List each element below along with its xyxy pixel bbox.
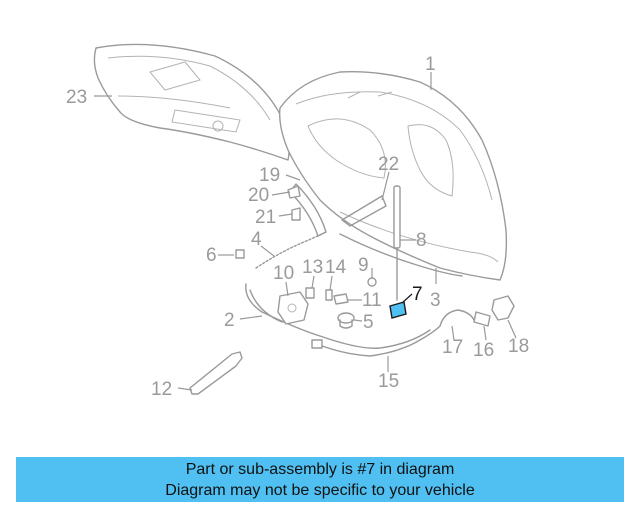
callout-21: 21 xyxy=(255,207,276,228)
callout-17: 17 xyxy=(442,337,463,358)
callout-7: 7 xyxy=(412,284,423,305)
callout-14: 14 xyxy=(325,257,347,278)
callout-5: 5 xyxy=(363,312,374,333)
clip-9 xyxy=(367,277,377,287)
clip-6 xyxy=(235,249,245,259)
callout-12: 12 xyxy=(151,379,172,400)
callout-15: 15 xyxy=(378,371,399,392)
callout-23: 23 xyxy=(66,87,87,108)
bolt-21 xyxy=(291,207,301,221)
bumper-5 xyxy=(337,312,355,329)
hood-hinge xyxy=(341,195,387,227)
parts-diagram: 1 23 19 22 20 21 4 8 6 13 14 9 10 7 3 11… xyxy=(66,43,529,400)
cable-17 xyxy=(439,309,475,327)
hood-seal xyxy=(339,233,463,277)
banner-line-1: Part or sub-assembly is #7 in diagram xyxy=(185,460,455,478)
highlighted-part-7 xyxy=(389,301,407,319)
callout-20: 20 xyxy=(248,185,269,206)
hood-insulation-pad xyxy=(93,43,290,161)
release-handle xyxy=(491,295,515,321)
info-banner: Part or sub-assembly is #7 in diagram Di… xyxy=(16,457,624,502)
callout-10: 10 xyxy=(273,263,294,284)
callout-11: 11 xyxy=(362,290,382,311)
callout-16: 16 xyxy=(473,340,494,361)
banner-line-2: Diagram may not be specific to your vehi… xyxy=(165,481,475,499)
part-16 xyxy=(473,311,491,327)
hood-latch xyxy=(277,291,309,325)
bolt-20 xyxy=(287,185,301,199)
part-13 xyxy=(305,287,315,299)
callout-6: 6 xyxy=(206,245,217,266)
leader-lines xyxy=(94,72,517,391)
callout-4: 4 xyxy=(251,229,262,250)
callout-13: 13 xyxy=(302,257,323,278)
bolt-11 xyxy=(333,293,349,305)
callout-22: 22 xyxy=(378,154,399,175)
callout-1: 1 xyxy=(425,54,436,75)
callout-18: 18 xyxy=(508,336,529,357)
hood-support-strut xyxy=(393,185,401,301)
callout-3: 3 xyxy=(430,290,441,311)
part-14 xyxy=(325,289,333,301)
hood-panel xyxy=(278,71,508,281)
callout-8: 8 xyxy=(416,230,427,251)
callout-19: 19 xyxy=(259,165,280,186)
bracket-12 xyxy=(189,351,243,395)
cable-15 xyxy=(311,325,441,357)
callout-2: 2 xyxy=(224,310,235,331)
release-cable xyxy=(245,283,431,349)
callout-9: 9 xyxy=(358,255,369,276)
weatherstrip xyxy=(255,231,327,269)
